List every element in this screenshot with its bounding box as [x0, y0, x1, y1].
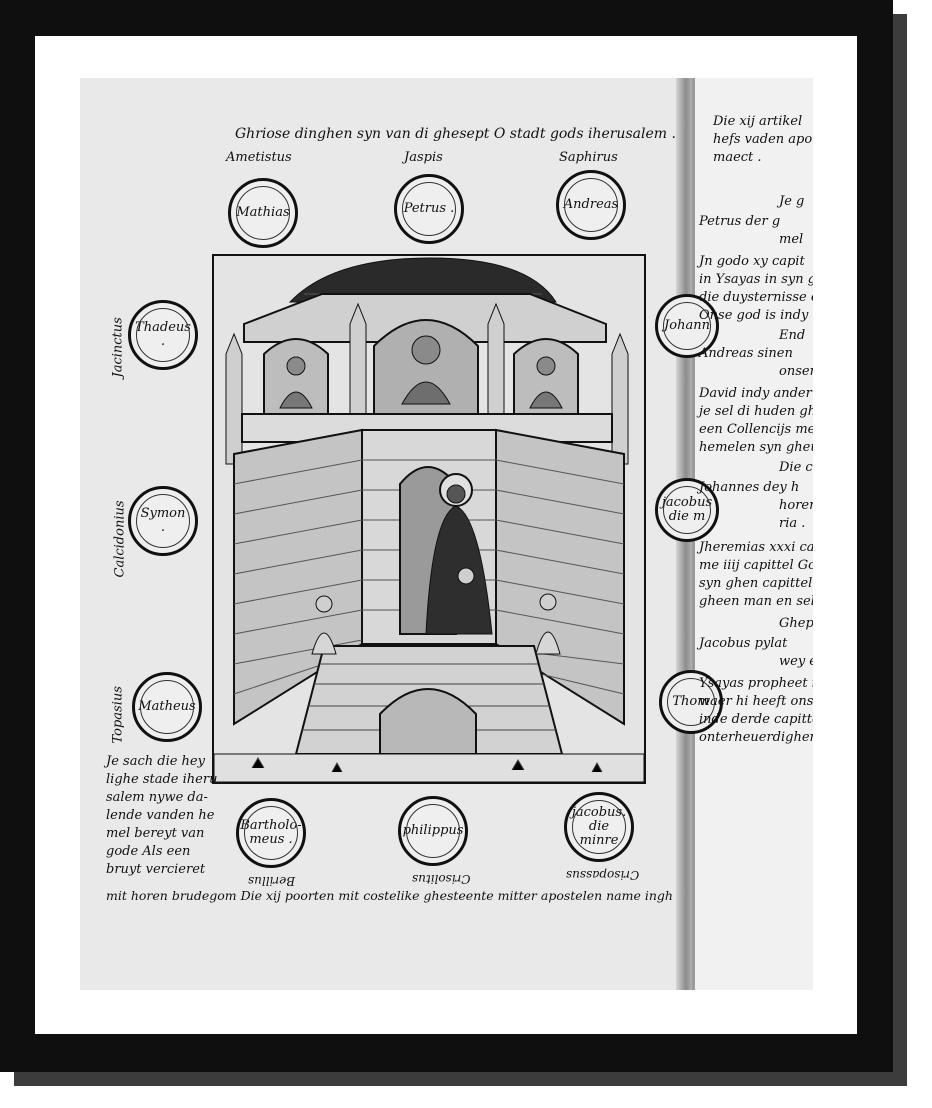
medallion-johannes-edge: Johann — [655, 294, 719, 358]
text-line: onterheuerdighen . — [699, 730, 813, 745]
text-line: wey en — [779, 654, 813, 669]
text-line: inde derde capittel X — [699, 712, 813, 727]
text-line: onsen — [779, 364, 813, 379]
text-line: gode Als een — [106, 844, 191, 859]
text-line: lighe stade iheru — [106, 772, 218, 787]
text-line: Andreas sinen — [699, 346, 793, 361]
text-line: lende vanden he — [106, 808, 215, 823]
medallion-bartholomeus: Bartholo- meus . — [236, 798, 306, 868]
medallion-label: Petrus . — [403, 201, 455, 216]
bottom-text-line: mit horen brudegom Die xij poorten mit c… — [106, 888, 673, 903]
gem-label-topasius: Topasius — [110, 686, 126, 744]
text-line: salem nywe da- — [106, 790, 208, 805]
text-line: je sel di huden gh — [699, 404, 813, 419]
text-line: hemelen syn gheue — [699, 440, 813, 455]
gem-label-ametistus: Ametistus — [226, 150, 292, 165]
text-line: Je sach die hey — [106, 754, 205, 769]
medallion-petrus: Petrus . — [394, 174, 464, 244]
text-line: Ghep — [779, 616, 813, 631]
text-line: David indy ander — [699, 386, 812, 401]
medallion-andreas: Andreas — [556, 170, 626, 240]
text-line: een Collencijs me — [699, 422, 813, 437]
medallion-label: Matheus — [138, 699, 196, 714]
text-line: maect . — [713, 150, 762, 165]
text-line: gheen man en sel daer — [699, 594, 813, 609]
medallion-label: Symon . — [140, 506, 186, 535]
manuscript-scan: Ghriose dinghen syn van di ghesept O sta… — [80, 78, 813, 990]
gem-label-calcidonius: Calcidonius — [112, 500, 128, 578]
text-line: End — [779, 328, 806, 343]
text-line: Die c — [779, 460, 813, 475]
medallion-mathias: Mathias — [228, 178, 298, 248]
text-line: Johannes dey h — [699, 480, 800, 495]
text-line: Die xij artikel — [713, 114, 803, 129]
medallion-jacobus: jacobus. die minre — [564, 792, 634, 862]
text-line: mel — [779, 232, 804, 247]
text-line: Je g — [779, 194, 805, 209]
gem-label-jacinctus: Jacinctus — [110, 317, 126, 378]
text-line: Jn godo xy capit — [699, 254, 805, 269]
text-line: Petrus der g — [699, 214, 781, 229]
medallion-label: Andreas — [563, 197, 619, 212]
text-line: syn ghen capittel D — [699, 576, 813, 591]
gem-label-jaspis: Jaspis — [404, 150, 443, 165]
page-heading: Ghriose dinghen syn van di ghesept O sta… — [235, 126, 676, 142]
text-line: Onse god is indy — [699, 308, 809, 323]
facing-page: Johann jacobus die m Thom Die xij artike… — [655, 78, 813, 990]
medallion-thadeus: Thadeus . — [128, 300, 198, 370]
gem-label-crisopassus: Crisopassus — [566, 868, 640, 882]
medallion-label: jacobus die m — [661, 495, 713, 524]
medallion-jacobus-edge: jacobus die m — [655, 478, 719, 542]
medallion-label: Thadeus . — [135, 320, 191, 349]
medallion-matheus: Matheus — [132, 672, 202, 742]
medallion-label: Bartholo- meus . — [240, 818, 302, 847]
tower-woodcut — [212, 254, 646, 784]
gem-label-crisolitus: Crisolitus — [412, 872, 471, 886]
gem-label-saphirus: Saphirus — [559, 150, 618, 165]
medallion-label: philippus — [402, 823, 464, 838]
medallion-label: Mathias — [236, 205, 290, 220]
medallion-symon: Symon . — [128, 486, 198, 556]
text-line: Ysayas propheet in — [699, 676, 813, 691]
text-line: Jacobus pylat — [699, 636, 788, 651]
text-line: me iiij capittel God — [699, 558, 813, 573]
medallion-label: jacobus. die minre — [571, 805, 627, 848]
text-line: in Ysayas in syn g — [699, 272, 813, 287]
text-line: bruyt vercieret — [106, 862, 206, 877]
text-line: horen — [779, 498, 813, 513]
gem-label-berillus: Berillus — [248, 874, 296, 888]
text-line: Jheremias xxxi cap — [699, 540, 813, 555]
medallion-philippus: philippus — [398, 796, 468, 866]
text-line: ria . — [779, 516, 806, 531]
text-line: hefs vaden apo — [713, 132, 813, 147]
medallion-thomas-edge: Thom — [659, 670, 723, 734]
text-line: mel bereyt van — [106, 826, 205, 841]
text-line: die duysternisse en — [699, 290, 813, 305]
text-line: waer hi heeft onse — [699, 694, 813, 709]
